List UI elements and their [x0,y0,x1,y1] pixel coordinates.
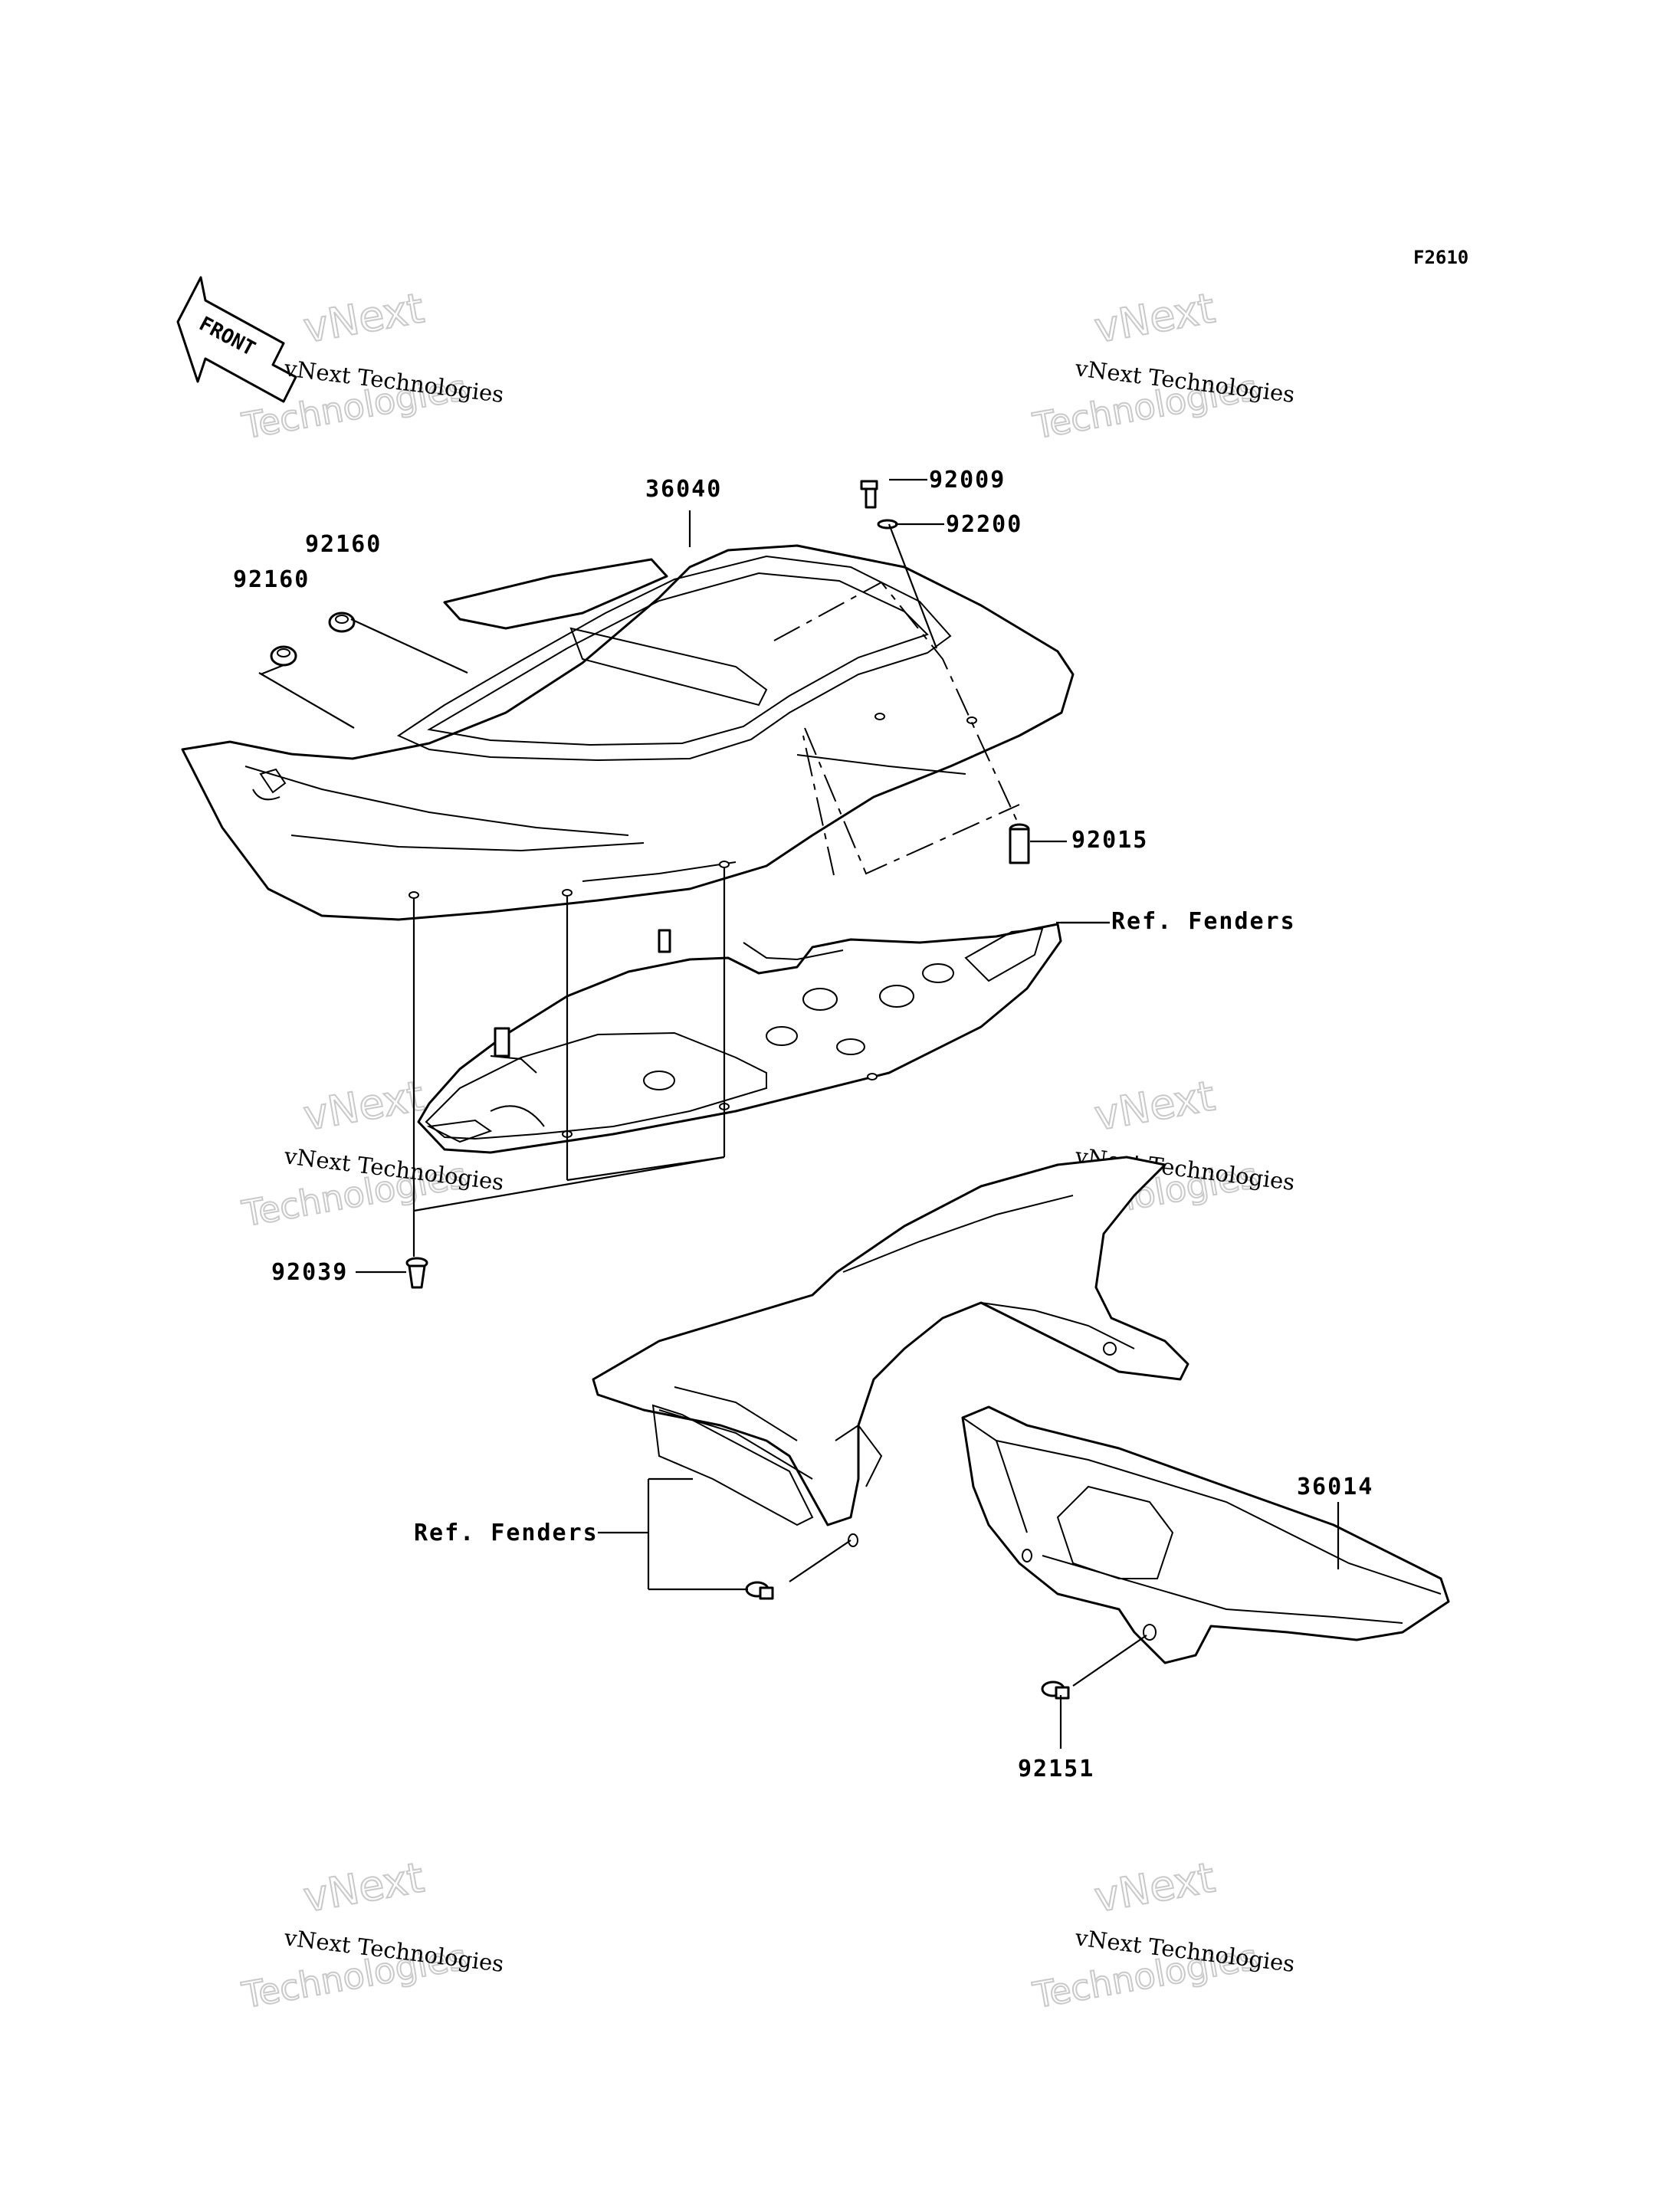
svg-text:vNext: vNext [1091,1853,1218,1921]
svg-text:vNext: vNext [300,1071,427,1139]
ref-fenders-lower: Ref. Fenders [414,1520,599,1546]
part-label-36014: 36014 [1297,1474,1373,1500]
part-label-92009: 92009 [929,467,1006,494]
seat-cover-part [181,544,1075,921]
leaders-lower [598,1477,1340,1749]
watermark-bottom-right: vNext Technologies vNext Technologies [1029,1852,1297,2017]
part-label-36040: 36040 [645,476,722,503]
watermark-bottom-left: vNext Technologies vNext Technologies [238,1852,506,2017]
inner-tray-part [417,923,1062,1154]
svg-text:vNext: vNext [300,1853,427,1921]
side-cover-part [961,1405,1450,1664]
part-label-92200: 92200 [946,511,1022,538]
damper-lower-part [270,645,297,667]
damper-upper-part [328,612,356,633]
ref-fenders-upper: Ref. Fenders [1111,908,1296,935]
bolt-left-part [745,1581,774,1600]
part-label-92015: 92015 [1071,827,1148,854]
rear-fender-part [592,1156,1189,1547]
watermark-top-right: vNext Technologies vNext Technologies [1029,283,1297,448]
clip-92009-part [860,480,878,509]
leaders-middle [356,867,1110,1274]
svg-text:vNext: vNext [300,284,427,352]
part-label-92160-upper: 92160 [305,531,382,558]
collar-92015-part [1009,823,1030,864]
part-label-92039: 92039 [271,1259,348,1286]
bolt-92151-part [1041,1681,1070,1700]
spring-92200-part [877,519,898,530]
svg-text:vNext: vNext [1091,284,1218,352]
svg-text:vNext: vNext [1091,1071,1218,1139]
front-arrow-icon: FRONT [176,276,297,403]
rivet-92039-part [405,1257,428,1289]
part-label-92151: 92151 [1018,1756,1094,1782]
leaders-upper [258,478,1110,924]
part-label-92160-lower: 92160 [233,566,310,593]
watermark-top-left: vNext Technologies vNext Technologies [238,283,506,448]
diagram-code: F2610 [1413,247,1468,268]
